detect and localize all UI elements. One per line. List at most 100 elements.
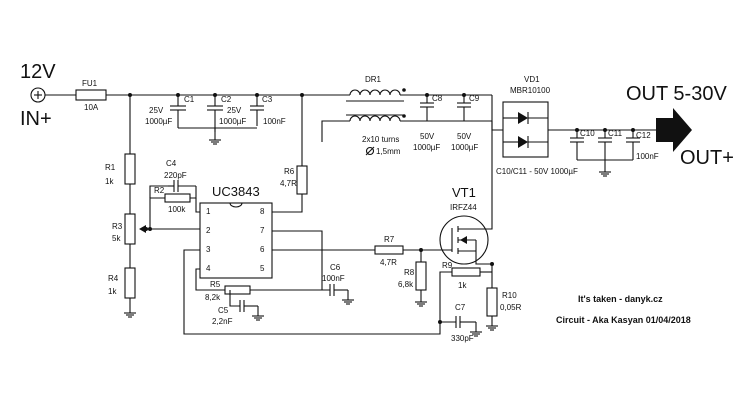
ground-c1-c3 <box>178 127 257 145</box>
resistor-r6: R6 4,7R <box>280 165 308 195</box>
capacitor-c2: C2 25V 1000µF <box>207 95 246 132</box>
ground-c5 <box>252 306 264 321</box>
wire-to-vd1 <box>491 95 503 131</box>
pin-3: 3 <box>206 245 211 254</box>
r7-ref: R7 <box>384 235 395 244</box>
c10-c11-note: C10/C11 - 50V 1000µF <box>496 167 578 176</box>
r3-value: 5k <box>112 234 121 243</box>
wire-pin7 <box>272 230 323 290</box>
c4-value: 220pF <box>164 171 187 180</box>
r2-ref: R2 <box>154 186 165 195</box>
capacitor-c3: C3 100nF <box>250 95 286 126</box>
wire-r9-left <box>439 271 452 322</box>
dr1-ref: DR1 <box>365 75 382 84</box>
ic-uc3843: UC3843 1 2 3 4 5 6 7 8 <box>199 184 273 279</box>
c1-voltage: 25V <box>149 106 164 115</box>
wire-current-sense <box>183 249 456 335</box>
capacitor-c6: C6 100nF <box>295 263 348 296</box>
wire-dr1-lower-left <box>321 120 350 142</box>
c8-ref: C8 <box>432 94 443 103</box>
c1-value: 1000µF <box>145 117 172 126</box>
pin-2: 2 <box>206 226 211 235</box>
capacitor-c12: C12 100nF <box>626 130 659 161</box>
c9-value: 1000µF <box>451 143 478 152</box>
vt1-ref: VT1 <box>452 185 476 200</box>
mosfet-vt1: VT1 IRFZ44 <box>439 185 489 265</box>
diode-vd1: VD1 MBR10100 <box>502 75 551 158</box>
r8-ref: R8 <box>404 268 415 277</box>
r8-value: 6,8k <box>398 280 414 289</box>
r4-ref: R4 <box>108 274 119 283</box>
c9-voltage: 50V <box>457 132 472 141</box>
dr1-turns: 2x10 turns <box>362 135 399 144</box>
r10-value: 0,05R <box>500 303 522 312</box>
vd1-ref: VD1 <box>524 75 540 84</box>
dr1-wire: 1,5mm <box>376 147 401 156</box>
wire-pin4-r5 <box>195 268 225 291</box>
vt1-part: IRFZ44 <box>450 203 477 212</box>
ground-r10 <box>486 316 498 331</box>
credit-source: It's taken - danyk.cz <box>578 294 663 304</box>
r4-value: 1k <box>108 287 117 296</box>
c7-value: 330pF <box>451 334 474 343</box>
fu1-ref: FU1 <box>82 79 98 88</box>
r7-value: 4,7R <box>380 258 397 267</box>
pin-6: 6 <box>260 245 265 254</box>
c5-value: 2,2nF <box>212 317 233 326</box>
c7-ref: C7 <box>455 303 466 312</box>
r6-ref: R6 <box>284 167 295 176</box>
c11-ref: C11 <box>608 129 623 138</box>
ground-c7 <box>470 322 482 337</box>
r2-value: 100k <box>168 205 186 214</box>
resistor-r9: R9 1k <box>442 261 481 290</box>
r1-ref: R1 <box>105 163 116 172</box>
wire-c4-left <box>149 185 168 198</box>
resistor-r7: R7 4,7R <box>374 235 404 267</box>
r6-value: 4,7R <box>280 179 297 188</box>
input-terminal: 12V IN+ <box>20 61 56 130</box>
pin-8: 8 <box>260 207 265 216</box>
pin-1: 1 <box>206 207 211 216</box>
wire-fb-pin1 <box>195 198 200 213</box>
wire-r2-left <box>149 197 165 229</box>
potentiometer-r3: R3 5k <box>112 213 146 245</box>
c6-ref: C6 <box>330 263 341 272</box>
c9-ref: C9 <box>469 94 480 103</box>
capacitor-c8: C8 50V 1000µF <box>413 94 443 152</box>
r5-ref: R5 <box>210 280 221 289</box>
output-arrow-icon <box>656 108 692 152</box>
resistor-r8: R8 6,8k <box>398 261 427 291</box>
inductor-dr1: DR1 2x10 turns 1,5mm <box>346 75 406 156</box>
resistor-r5: R5 8,2k <box>205 280 251 302</box>
ground-c6 <box>342 290 354 305</box>
c8-voltage: 50V <box>420 132 435 141</box>
capacitor-c4: C4 220pF <box>164 159 196 192</box>
r5-value: 8,2k <box>205 293 221 302</box>
input-name-label: IN+ <box>20 108 52 130</box>
c3-ref: C3 <box>262 95 273 104</box>
credit-author: Circuit - Aka Kasyan 01/04/2018 <box>556 315 691 325</box>
pin-7: 7 <box>260 226 265 235</box>
wire-pin8 <box>272 194 303 213</box>
input-voltage-label: 12V <box>20 61 56 83</box>
c3-value: 100nF <box>263 117 286 126</box>
output-range-label: OUT 5-30V <box>626 83 727 105</box>
wire-c5-left <box>229 290 240 307</box>
c10-ref: C10 <box>580 129 595 138</box>
resistor-r10: R10 0,05R <box>486 287 522 317</box>
c12-ref: C12 <box>636 131 651 140</box>
r9-ref: R9 <box>442 261 453 270</box>
c4-ref: C4 <box>166 159 177 168</box>
wire-r2-right <box>190 186 197 199</box>
output-name-label: OUT+ <box>680 147 734 169</box>
fuse-fu1: FU1 10A <box>75 79 107 112</box>
capacitor-c7: C7 330pF <box>451 303 476 343</box>
fu1-value: 10A <box>84 103 99 112</box>
c5-ref: C5 <box>218 306 229 315</box>
c12-value: 100nF <box>636 152 659 161</box>
capacitor-c9: C9 50V 1000µF <box>451 94 480 152</box>
capacitor-c1: C1 25V 1000µF <box>145 95 195 128</box>
c2-voltage: 25V <box>227 106 242 115</box>
c6-value: 100nF <box>322 274 345 283</box>
